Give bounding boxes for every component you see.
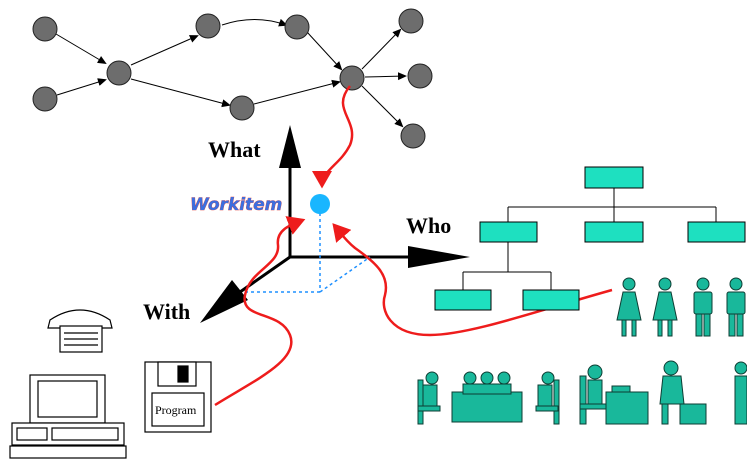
edge [253, 79, 341, 105]
process-to-workitem-curve [312, 85, 354, 189]
process-graph [32, 8, 433, 149]
edge [221, 18, 288, 27]
process-edges [55, 18, 407, 128]
edge [361, 85, 404, 128]
edge [55, 33, 107, 65]
org-unit-box [687, 221, 746, 243]
what-axis-label: What [208, 137, 261, 162]
process-node [398, 8, 424, 34]
process-node [407, 63, 433, 89]
org-unit-box [584, 221, 644, 243]
with-axis-arrowhead [200, 280, 248, 323]
axes: What Who With [143, 125, 470, 324]
woman-icon [652, 277, 678, 337]
org-unit-box [434, 289, 492, 311]
woman-icon [616, 277, 642, 337]
projection-line [319, 256, 371, 293]
telephone-icon [47, 309, 113, 353]
people-to-workitem-curve [332, 223, 613, 337]
meeting-icon [417, 371, 560, 425]
who-axis-label: Who [406, 213, 451, 238]
workplace-scenes [417, 360, 747, 425]
process-nodes [32, 8, 433, 149]
computer-icon [9, 374, 127, 459]
workitem-point [310, 194, 330, 214]
edge [306, 31, 343, 71]
edge [361, 28, 402, 70]
man-icon [693, 277, 713, 337]
floppy-disk-icon: Program [144, 361, 212, 433]
equipment-group: Program [9, 309, 212, 459]
process-node [195, 13, 221, 39]
edge [130, 78, 231, 108]
org-chart-lines [462, 188, 717, 290]
workitem-projection [246, 207, 371, 293]
with-axis-label: With [143, 299, 190, 324]
what-axis-arrowhead [279, 125, 301, 168]
thinker-icon [659, 360, 707, 425]
program-to-workitem-curve [214, 216, 306, 407]
man-icon [726, 277, 746, 337]
program-label: Program [155, 403, 197, 417]
edge [364, 72, 407, 81]
process-node [400, 123, 426, 149]
org-unit-box [522, 289, 580, 311]
desk-worker-icon [579, 364, 649, 425]
org-chart [434, 166, 746, 311]
org-unit-box [479, 221, 538, 243]
edge [130, 35, 199, 66]
org-unit-box [584, 166, 644, 189]
process-node [284, 14, 310, 40]
edge [56, 78, 107, 96]
standing-worker-icon [734, 361, 747, 425]
process-node [339, 65, 365, 91]
who-axis-arrowhead [408, 246, 470, 268]
process-node [32, 86, 58, 112]
process-node [32, 16, 58, 42]
workitem-label: Workitem [190, 195, 282, 215]
people-group [616, 277, 746, 337]
process-node [106, 60, 132, 86]
org-chart-boxes [434, 166, 746, 311]
process-node [229, 95, 255, 121]
red-connectors [214, 85, 613, 407]
